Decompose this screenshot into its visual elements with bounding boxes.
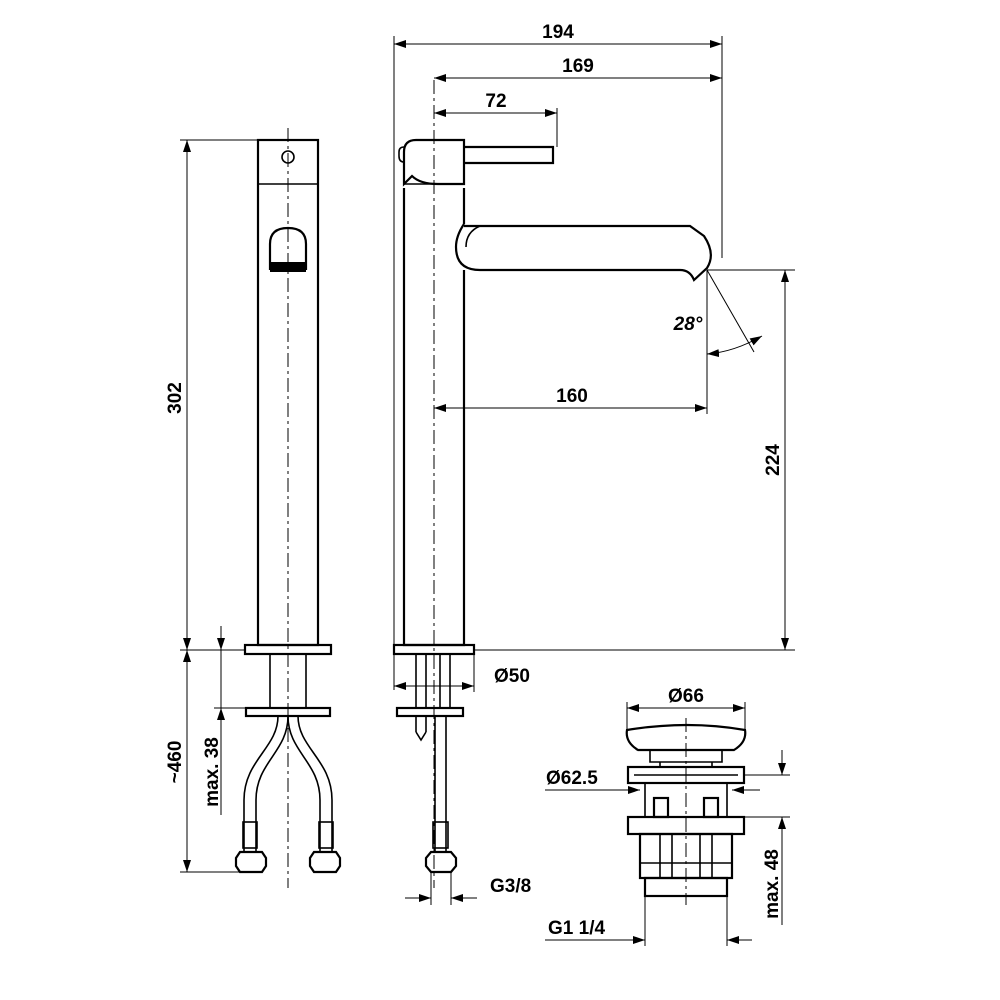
- dim-g114-label: G1 1/4: [548, 918, 605, 939]
- angle-28-ray: [706, 269, 755, 353]
- dim-194-label: 194: [542, 22, 574, 43]
- waste-valve: [625, 718, 747, 905]
- front-hose-left-b: [255, 715, 289, 852]
- angle-28-arc: [706, 335, 763, 358]
- front-dimensions: 302 ~460 max. 38: [165, 139, 258, 873]
- front-nut-left: [234, 850, 268, 874]
- dim-460-label: ~460: [165, 741, 186, 784]
- dim-48-label: max. 48: [762, 849, 783, 919]
- dim-38-label: max. 38: [202, 737, 223, 807]
- side-nut: [424, 850, 458, 874]
- dim-169-label: 169: [562, 56, 594, 77]
- side-crimp: [432, 821, 449, 849]
- front-view: [234, 128, 342, 888]
- front-crimp-left: [242, 821, 258, 849]
- dim-66-label: Ø66: [668, 686, 704, 707]
- front-nut-right: [308, 850, 342, 874]
- dim-50-label: Ø50: [494, 666, 530, 687]
- side-lever: [464, 145, 555, 165]
- dim-72-label: 72: [485, 91, 506, 112]
- dim-302-label: 302: [165, 382, 186, 414]
- front-hose-right-a: [297, 715, 333, 852]
- front-hose-right-b: [287, 715, 321, 852]
- waste-slot-left: [652, 796, 670, 819]
- side-spout-outline: [454, 223, 712, 282]
- dim-160-label: 160: [556, 386, 588, 407]
- dim-g38-label: G3/8: [490, 876, 531, 897]
- side-dimensions: 194 169 72 160 224 28° Ø50 G3/8: [393, 22, 795, 905]
- dim-62-5-label: Ø62.5: [546, 768, 598, 789]
- side-spout-inner: [465, 225, 481, 248]
- dim-224-label: 224: [763, 444, 784, 476]
- waste-slot-right: [702, 796, 720, 819]
- front-crimp-right: [318, 821, 334, 849]
- side-fixing-washer: [395, 706, 465, 718]
- side-stud-tip: [415, 731, 427, 742]
- front-hose-left-a: [243, 715, 279, 852]
- side-cap-knob: [398, 146, 405, 163]
- waste-dome-cap: [625, 723, 747, 752]
- angle-28-label: 28°: [673, 314, 703, 335]
- waste-dimensions: Ø66 Ø62.5 max. 48 G1 1/4: [545, 686, 790, 946]
